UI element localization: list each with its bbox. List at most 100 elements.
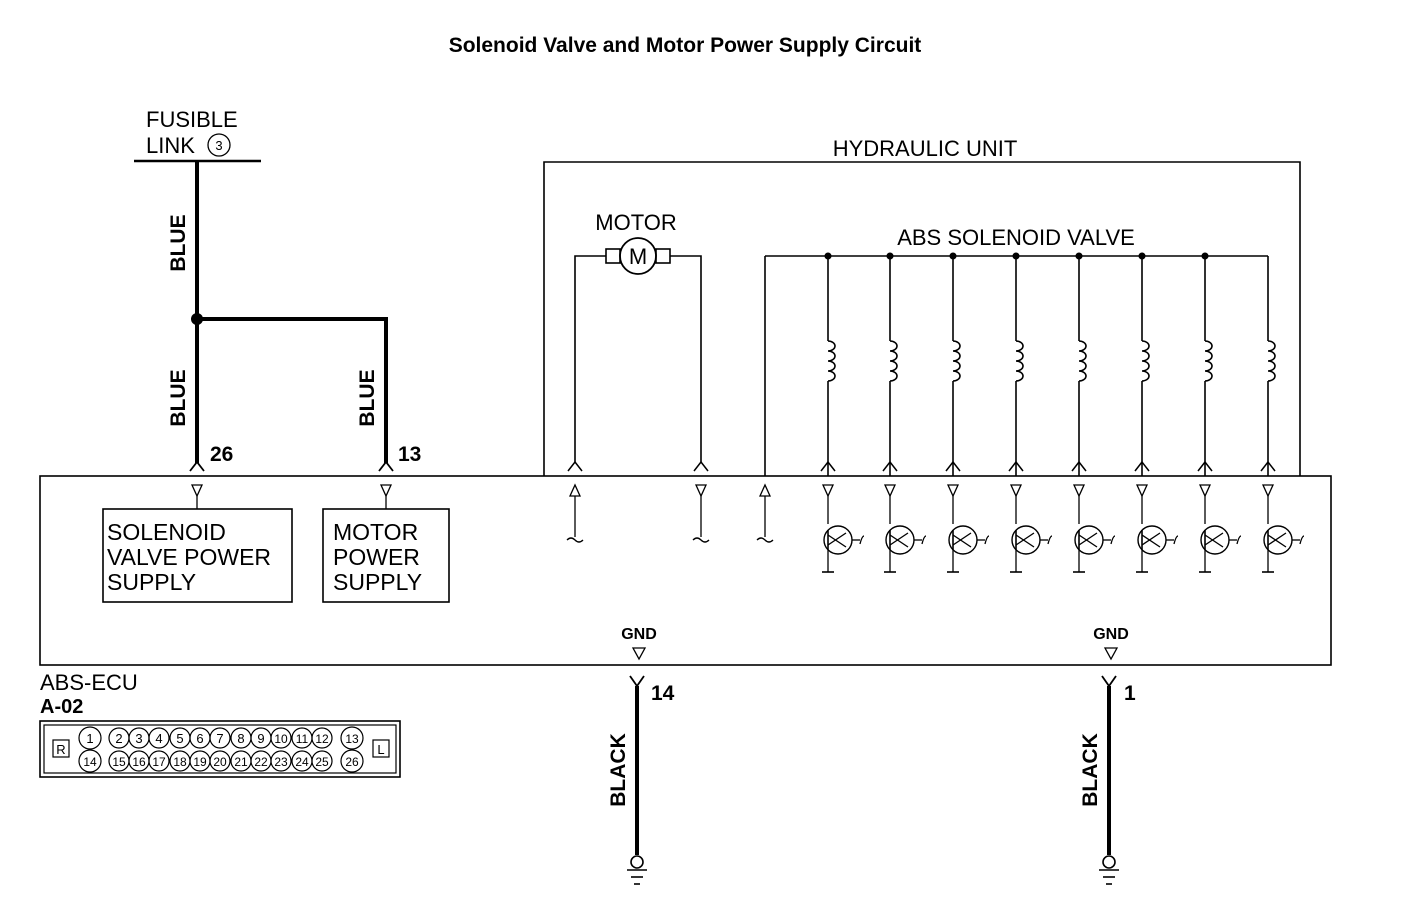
transistor-base-end: [984, 535, 990, 545]
connector-pin-number: 16: [132, 755, 146, 769]
transistor-emitter: [1204, 534, 1224, 548]
valve-driver-transistor-8: [1261, 484, 1305, 573]
solenoid-common-pin-triangle: [758, 483, 772, 497]
fusible-link-label-line1: FUSIBLE: [146, 107, 238, 132]
connector-pin-number: 15: [112, 755, 126, 769]
connector-pin-number: 22: [254, 755, 268, 769]
coil-pin-marker: [1197, 460, 1213, 472]
transistor-emitter: [1267, 534, 1287, 548]
connector-pin-number: 7: [216, 731, 223, 746]
connector-pin-23: 23: [270, 750, 292, 772]
solenoid-coil-3: [945, 252, 961, 476]
coil-winding: [1141, 340, 1150, 382]
pin-26-internal-triangle: [190, 484, 204, 498]
coil-winding: [952, 340, 961, 382]
pin-1-number: 1: [1124, 682, 1136, 705]
gnd-right-triangle: [1103, 647, 1119, 661]
transistor-base-end: [1110, 535, 1116, 545]
connector-pin-6: 6: [189, 727, 211, 749]
connector-tag-r-box: [52, 739, 70, 758]
coil-pin-marker: [1071, 460, 1087, 472]
connector-pin-number: 17: [152, 755, 166, 769]
pin-14-number: 14: [651, 682, 675, 705]
motor-pin-right-marker: [693, 460, 709, 472]
connector-pin-26: 26: [340, 749, 364, 773]
transistor-collector: [1015, 532, 1035, 546]
motor-supply-line2: POWER: [333, 544, 420, 570]
driver-pin-triangle: [946, 484, 960, 498]
gnd-left-label: GND: [621, 626, 657, 643]
connector-pin-number: 12: [315, 732, 329, 746]
connector-tag-l: L: [377, 742, 384, 757]
abs-ecu-connector-id: A-02: [40, 696, 83, 718]
connector-pin-circle: [270, 727, 292, 749]
coil-pin-marker: [945, 460, 961, 472]
connector-pin-circle: [209, 727, 231, 749]
transistor-collector: [889, 532, 909, 546]
solenoid-coil-4: [1008, 252, 1024, 476]
connector-pin-8: 8: [230, 727, 252, 749]
pin-13-marker: [378, 460, 394, 472]
connector-tag-r: R: [56, 742, 65, 757]
pin-14-marker: [629, 675, 645, 688]
connector-pin-circle: [78, 726, 102, 750]
transistor-emitter: [1015, 534, 1035, 548]
transistor-base-end: [1047, 535, 1053, 545]
connector-pin-21: 21: [230, 750, 252, 772]
connector-pin-2: 2: [108, 727, 130, 749]
solenoid-coil-1: [820, 252, 836, 476]
connector-pin-24: 24: [291, 750, 313, 772]
connector-pin-number: 9: [257, 731, 264, 746]
connector-pin-15: 15: [108, 750, 130, 772]
connector-pin-circle: [148, 750, 170, 772]
motor-terminal-right: [655, 248, 671, 264]
connector-pin-4: 4: [148, 727, 170, 749]
motor-pin-right-internal-end: [692, 537, 710, 543]
coil-pin-marker: [820, 460, 836, 472]
connector-pin-22: 22: [250, 750, 272, 772]
connector-pin-circle: [340, 726, 364, 750]
connector-pin-1: 1: [78, 726, 102, 750]
transistor-emitter: [1141, 534, 1161, 548]
connector-tag-l-box: [372, 739, 390, 758]
motor-pin-right-internal-triangle: [694, 484, 708, 498]
pin-13-internal-triangle: [379, 484, 393, 498]
motor-label: MOTOR: [595, 210, 676, 235]
fusible-link-number-circle: [207, 133, 231, 157]
motor-symbol: M: [629, 244, 647, 269]
connector-face-outer: [39, 720, 401, 778]
connector-pin-circle: [311, 727, 333, 749]
solenoid-coil-6: [1134, 252, 1150, 476]
motor-wire-right: [670, 255, 702, 463]
wire-label-blue-top: BLUE: [167, 214, 190, 271]
transistor-base-end: [1299, 535, 1305, 545]
connector-pin-number: 4: [155, 731, 162, 746]
abs-ecu-box: [39, 475, 1332, 666]
transistor-base-end: [1236, 535, 1242, 545]
connector-pin-circle: [311, 750, 333, 772]
coil-winding: [1204, 340, 1213, 382]
coil-winding: [1078, 340, 1087, 382]
connector-pin-number: 23: [274, 755, 288, 769]
connector-pin-number: 6: [196, 731, 203, 746]
transistor-emitter: [952, 534, 972, 548]
connector-pin-5: 5: [169, 727, 191, 749]
transistor-base-end: [859, 535, 865, 545]
connector-pin-number: 3: [135, 731, 142, 746]
solenoid-coils: [820, 252, 1276, 476]
coil-pin-marker: [1008, 460, 1024, 472]
connector-pin-10: 10: [270, 727, 292, 749]
connector-pin-number: 13: [345, 732, 359, 746]
coil-winding: [1015, 340, 1024, 382]
connector-pin-18: 18: [169, 750, 191, 772]
pin-13-number: 13: [398, 443, 421, 466]
wire-label-black-left: BLACK: [607, 733, 630, 807]
solenoid-supply-line1: SOLENOID: [107, 519, 226, 545]
coil-winding: [889, 340, 898, 382]
transistor-emitter: [1078, 534, 1098, 548]
gnd-left-triangle: [631, 647, 647, 661]
valve-driver-transistors: [821, 484, 1305, 573]
fusible-link-label-line2: LINK: [146, 133, 195, 158]
transistor-collector: [1141, 532, 1161, 546]
